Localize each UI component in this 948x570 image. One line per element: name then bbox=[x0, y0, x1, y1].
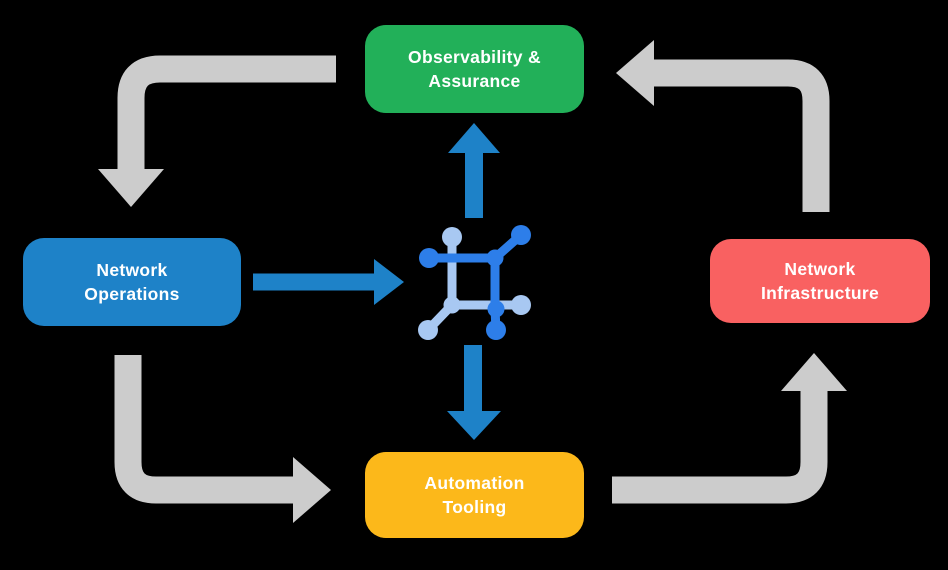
node-label-line: Network bbox=[784, 258, 856, 279]
arrow-infrastructure-to-observability bbox=[616, 40, 830, 212]
node-network-operations: Network Operations bbox=[23, 238, 241, 326]
node-network-infrastructure: Network Infrastructure bbox=[710, 239, 930, 323]
node-label-line: Tooling bbox=[442, 497, 507, 517]
node-label-line: Assurance bbox=[428, 71, 521, 91]
network-mesh-icon bbox=[418, 225, 531, 340]
arrow-operations-to-center bbox=[253, 259, 404, 305]
arrow-operations-to-tooling bbox=[114, 355, 331, 523]
arrow-center-to-tooling bbox=[447, 345, 501, 440]
node-label-line: Automation bbox=[424, 472, 525, 493]
node-observability-assurance: Observability & Assurance bbox=[365, 25, 584, 113]
node-label-line: Infrastructure bbox=[761, 283, 879, 303]
node-label-line: Operations bbox=[84, 284, 180, 304]
node-label-line: Network bbox=[96, 259, 168, 280]
node-label-line: Observability & bbox=[408, 46, 541, 67]
arrow-center-to-observability bbox=[448, 123, 500, 218]
node-automation-tooling: Automation Tooling bbox=[365, 452, 584, 538]
arrow-observability-to-operations bbox=[98, 55, 336, 207]
arrow-tooling-to-infrastructure bbox=[612, 353, 847, 504]
